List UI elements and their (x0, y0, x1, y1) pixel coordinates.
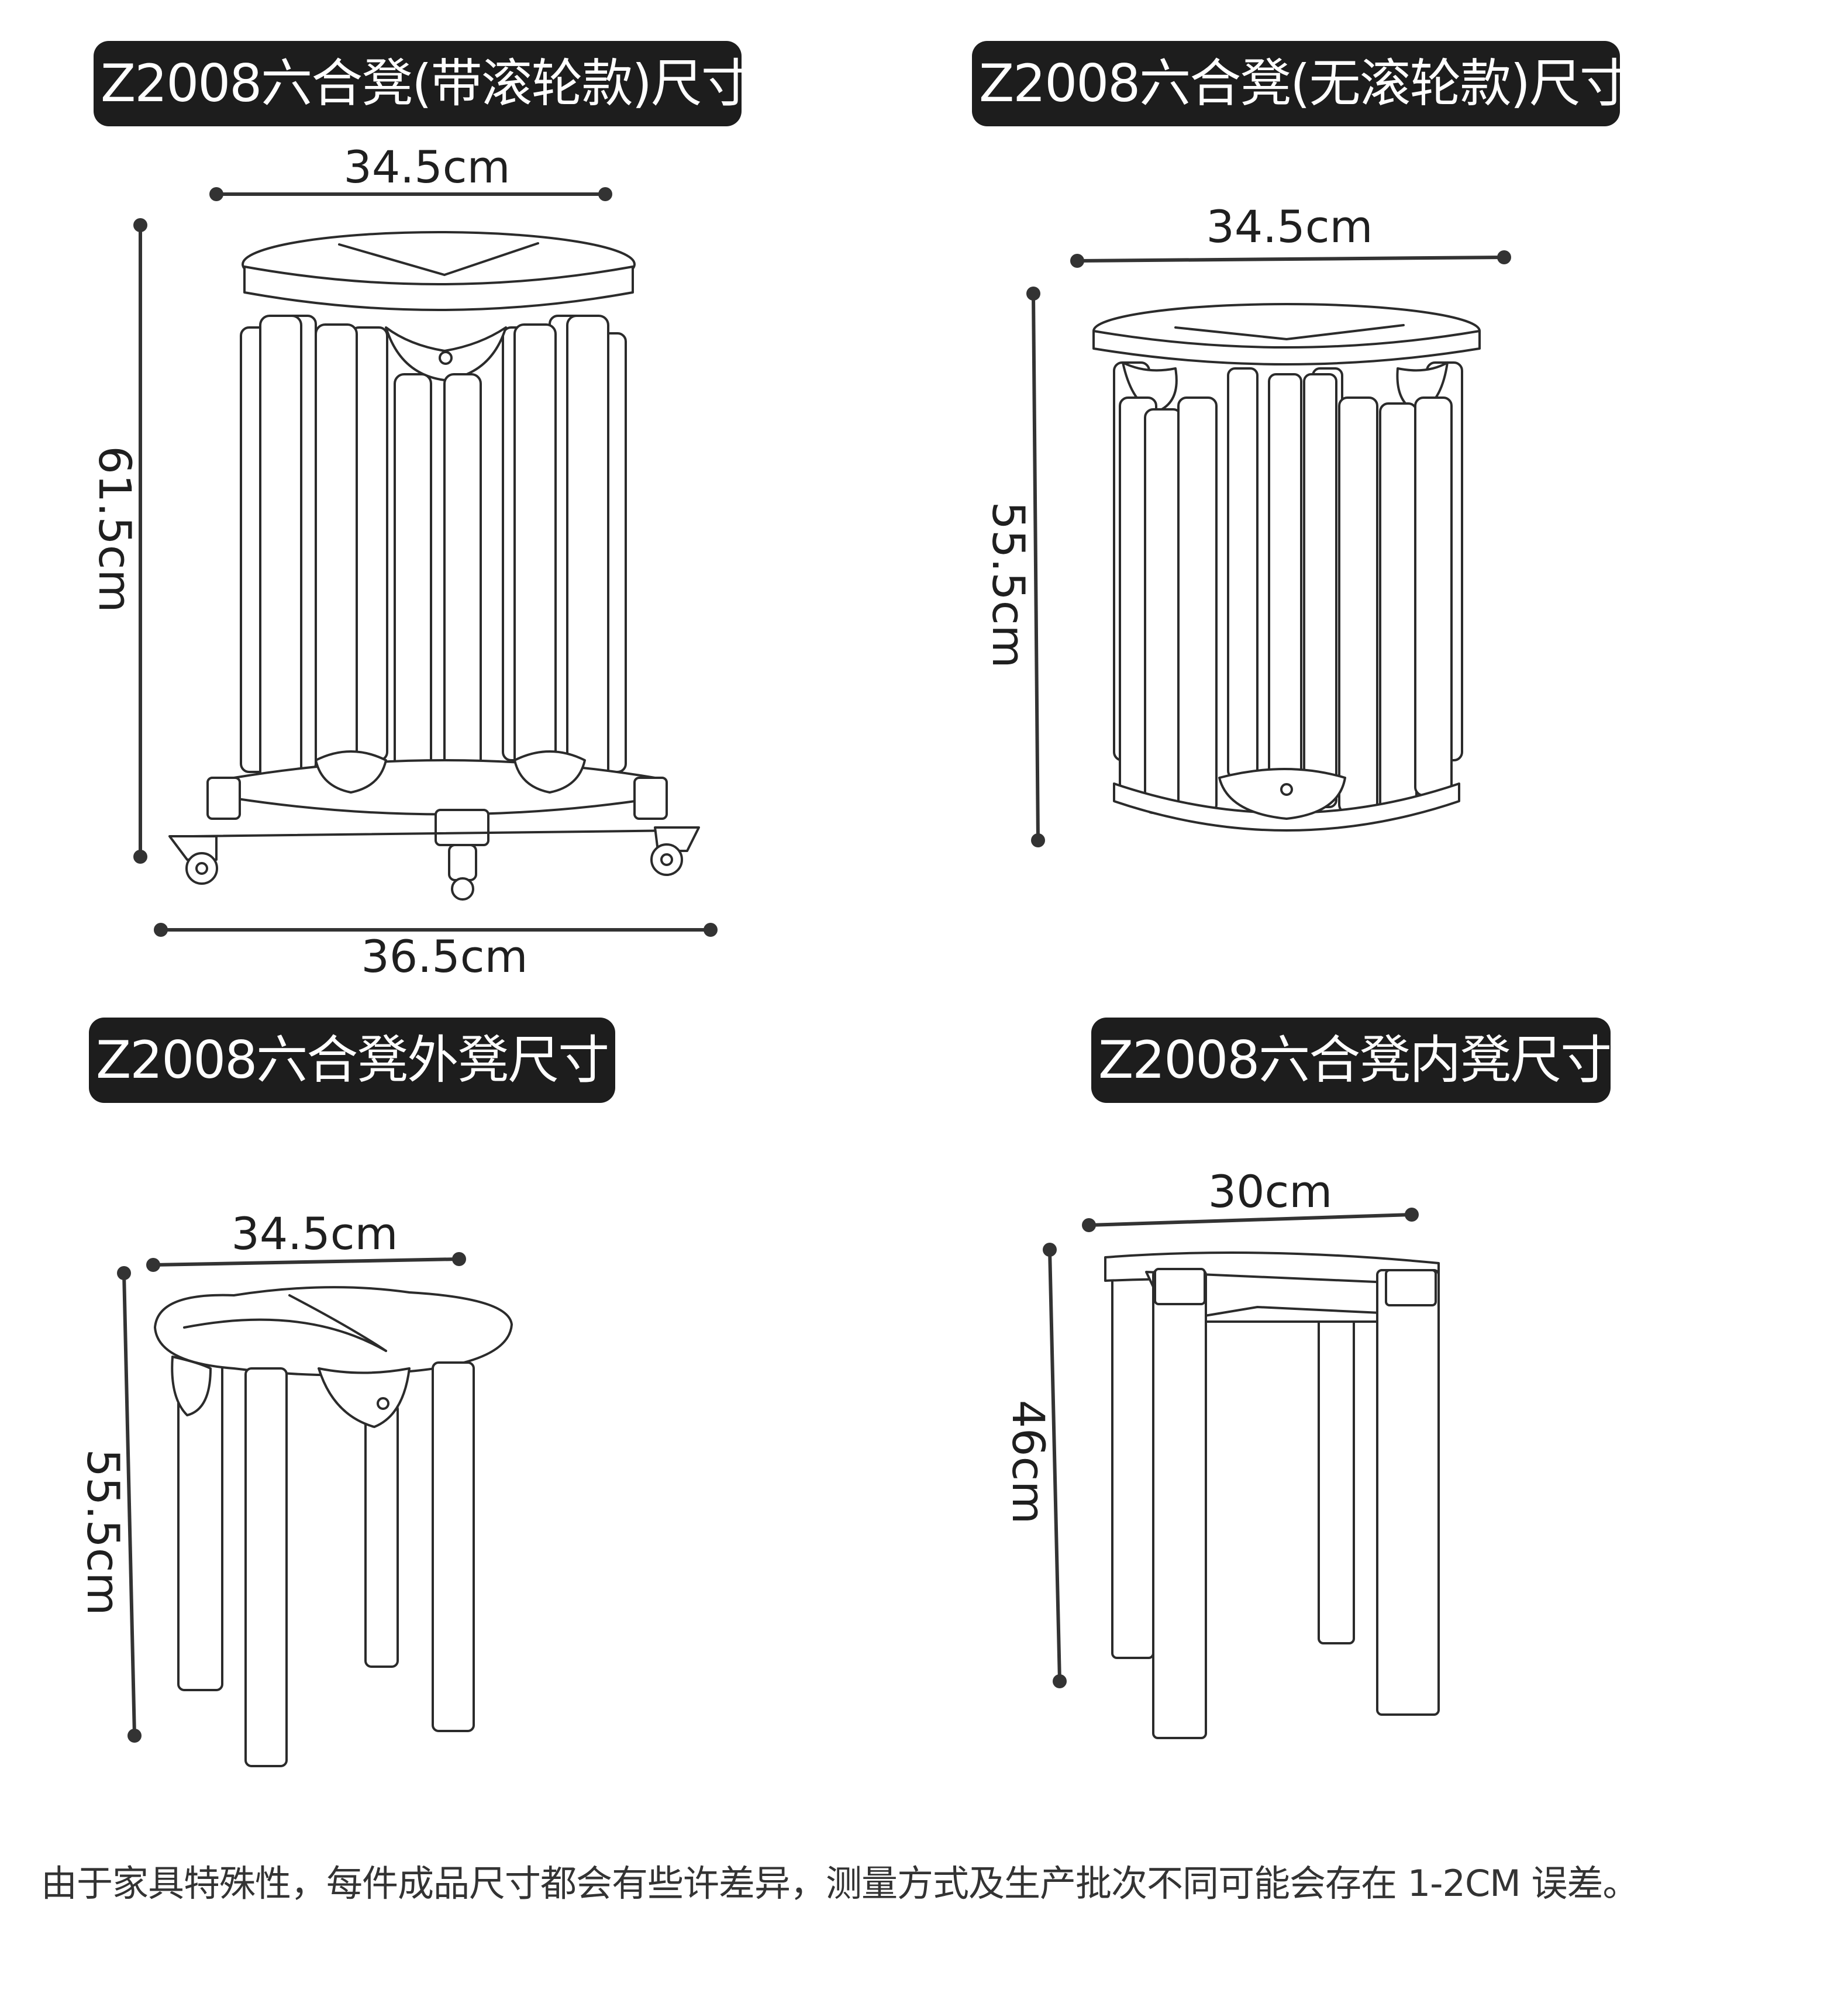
height-dimension-line (1048, 1249, 1061, 1682)
width-dimension-line (153, 1257, 460, 1267)
bottom-ring (1113, 782, 1460, 832)
seat-top (154, 1286, 513, 1377)
inner-stool: 30cm 46cm (1002, 1165, 1440, 1739)
width-label: 30cm (1208, 1165, 1333, 1218)
height-label: 55.5cm (982, 501, 1035, 668)
caster-wheel (168, 835, 218, 885)
height-label: 46cm (1002, 1400, 1054, 1525)
disclaimer-text: 由于家具特殊性，每件成品尺寸都会有些许差异，测量方式及生产批次不同可能会存在 1… (41, 1862, 1639, 1905)
width-dimension-line (1077, 256, 1505, 263)
width-label: 34.5cm (231, 1208, 398, 1260)
rolling-base (233, 759, 656, 816)
title-outer-stool: Z2008六合凳外凳尺寸 (89, 1018, 615, 1103)
width-label: 34.5cm (343, 141, 510, 193)
height-dimension-line (1032, 293, 1040, 841)
caster-wheel (448, 844, 477, 901)
outer-stool: 34.5cm 55.5cm (77, 1208, 513, 1767)
title-with-wheels: Z2008六合凳(带滚轮款)尺寸 (94, 41, 753, 126)
title-inner-stool: Z2008六合凳内凳尺寸 (1091, 1018, 1612, 1103)
title-without-wheels: Z2008六合凳(无滚轮款)尺寸 (972, 41, 1631, 126)
caster-wheel (650, 826, 700, 876)
width-label: 34.5cm (1206, 201, 1373, 253)
stool-set-with-wheels: 34.5cm 61.5cm 36.5cm (89, 141, 718, 982)
height-label: 55.5cm (77, 1449, 129, 1615)
width-dimension-line (1088, 1213, 1412, 1227)
stool-set-without-wheels: 34.5cm 55.5cm (982, 201, 1511, 847)
base-label: 36.5cm (361, 930, 527, 982)
height-dimension-line (122, 1273, 136, 1736)
height-label: 61.5cm (89, 446, 141, 612)
